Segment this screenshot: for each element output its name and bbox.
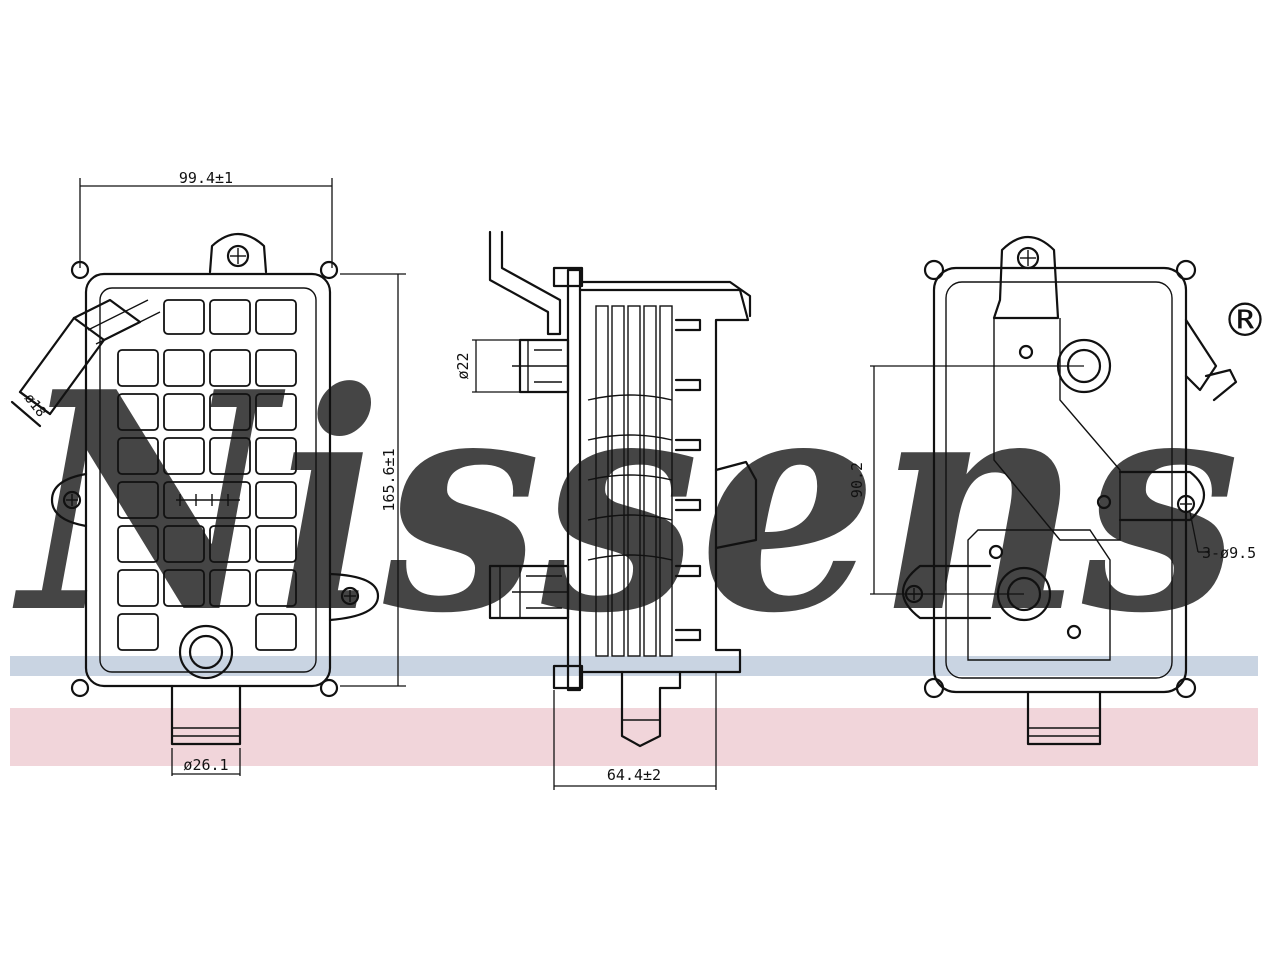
back-view: 90.2 3-ø9.5 [848,236,1256,746]
side-view: ø22 64.4±2 [454,230,758,790]
dim-side-port-diameter: ø22 [454,352,472,379]
dim-depth: 64.4±2 [607,766,661,784]
front-view: 99.4±1 [10,169,406,776]
watermark-brand: Nissens [11,326,1240,679]
registered-mark: ® [1222,293,1268,347]
dim-bottom-port-diameter: ø26.1 [183,756,228,774]
dim-overall-height: 165.6±1 [380,448,398,511]
dim-overall-width: 99.4±1 [179,169,233,187]
watermark-band-red [10,708,1258,766]
dim-mounting-holes: 3-ø9.5 [1202,544,1256,562]
dim-hole-spacing: 90.2 [848,462,866,498]
